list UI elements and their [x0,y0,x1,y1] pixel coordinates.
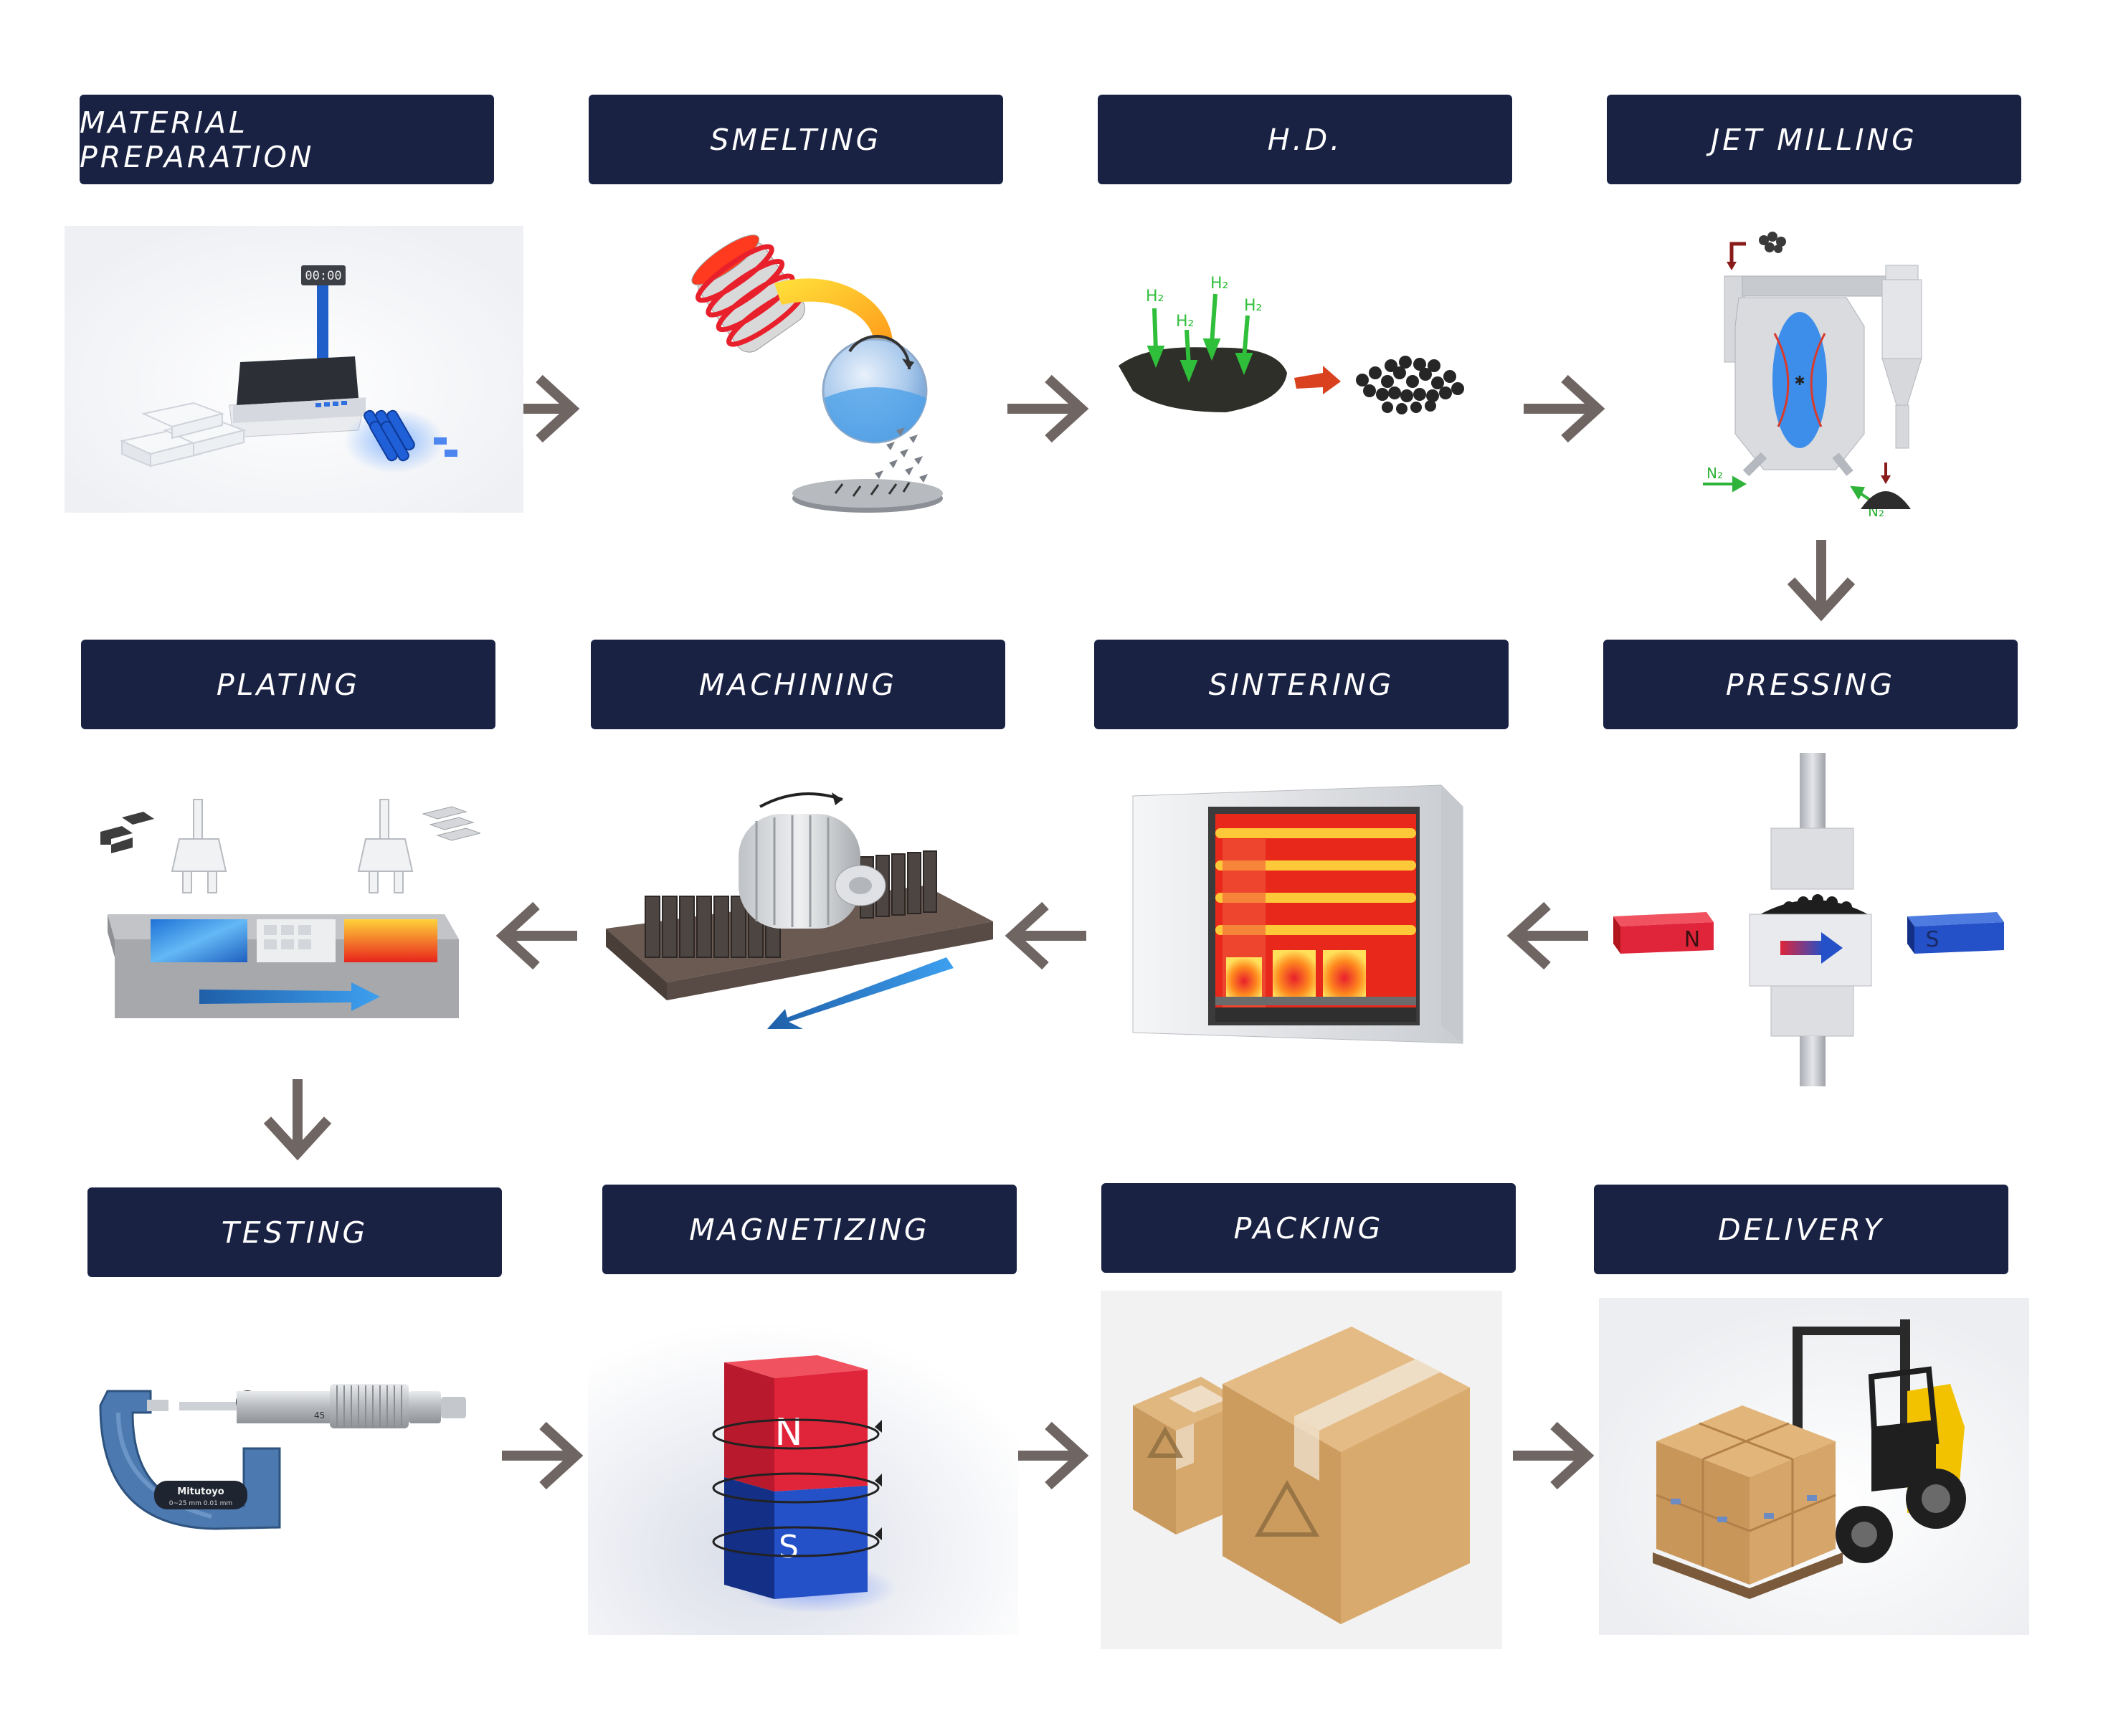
micrometer-spec: 0~25 mm 0.01 mm [169,1500,232,1507]
h2-label: H₂ [1210,275,1228,293]
sintering-illustration [1132,784,1463,1044]
micrometer-brand: Mitutoyo [177,1486,224,1497]
h2-label: H₂ [1244,297,1262,315]
step-label-sintering: SINTERING [1094,640,1509,729]
pressing-illustration: N S [1613,753,2004,1086]
step-label-smelting: SMELTING [589,95,1003,184]
arrow-right-icon [1007,1421,1089,1490]
arrow-right-icon [1513,1421,1595,1490]
plating-illustration [100,799,480,1018]
testing-illustration: 45 Mitutoyo 0~25 mm 0.01 mm [99,1384,466,1530]
h2-label: H₂ [1146,288,1164,305]
scale-display [301,265,346,285]
arrow-down-icon [1787,540,1856,622]
step-label-magnetizing: MAGNETIZING [602,1185,1017,1274]
step-label-pressing: PRESSING [1603,640,2018,729]
scale-display-text: 00:00 [305,269,341,283]
arrow-down-icon [263,1079,332,1161]
arrow-left-icon [1506,901,1588,970]
step-label-packing: PACKING [1101,1183,1516,1273]
step-label-machining: MACHINING [591,640,1005,729]
jet-milling-illustration: ✱ N₂ N₂ [1703,232,1922,520]
arrow-right-icon [1007,374,1089,443]
step-label-plating: PLATING [81,640,495,729]
h2-label: H₂ [1176,313,1194,331]
step-label-testing: TESTING [87,1187,502,1277]
machining-illustration [606,792,993,1029]
pole-s-label: S [1925,927,1939,952]
packing-illustration [1101,1291,1502,1649]
delivery-illustration [1599,1298,2029,1635]
micrometer-scale-label: 45 [314,1410,325,1420]
magnetizing-illustration: N S [588,1305,1018,1635]
arrow-right-icon [502,1421,584,1490]
step-label-jet-milling: JET MILLING [1607,95,2021,184]
material-preparation-illustration: 00:00 [65,226,523,513]
pole-n-label: N [775,1411,803,1454]
smelting-illustration [691,234,943,513]
n2-label: N₂ [1706,465,1723,482]
arrow-left-icon [1005,901,1086,970]
step-label-hd: H.D. [1098,95,1512,184]
arrow-right-icon [1524,374,1605,443]
recycle-icon [1147,1426,1320,1537]
step-label-material-preparation: MATERIAL PREPARATION [80,95,494,184]
pole-n-label: N [1684,927,1700,952]
arrow-left-icon [495,901,577,970]
svg-text:✱: ✱ [1794,374,1805,389]
hd-illustration: H₂ H₂ H₂ H₂ [1104,258,1506,495]
step-label-delivery: DELIVERY [1594,1185,2008,1274]
pole-s-label: S [779,1529,799,1565]
